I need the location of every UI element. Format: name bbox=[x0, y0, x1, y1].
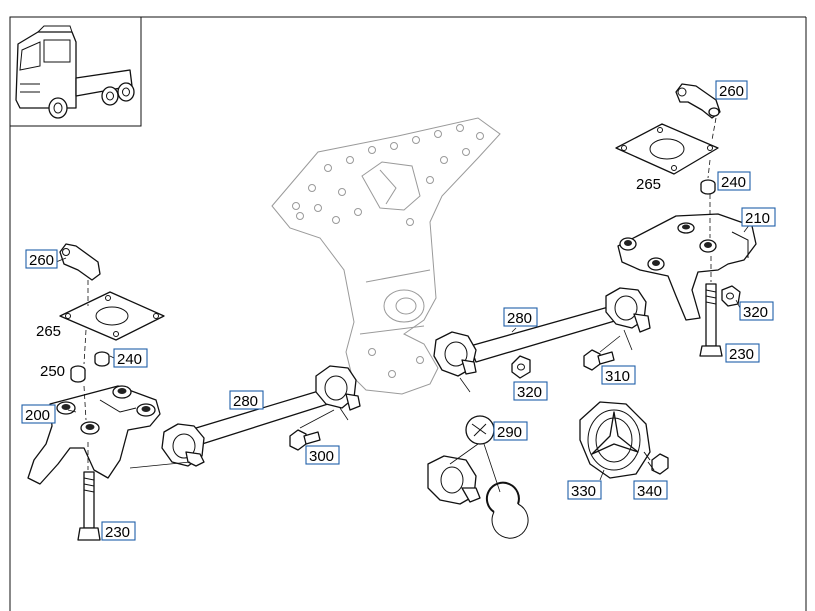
callout-290[interactable]: 290 bbox=[493, 421, 528, 441]
callout-265-left[interactable]: 265 bbox=[36, 323, 61, 340]
bracket-part-200-left bbox=[27, 385, 161, 485]
svg-text:300: 300 bbox=[309, 448, 334, 465]
bolt-part-340 bbox=[643, 451, 669, 475]
svg-text:250: 250 bbox=[40, 363, 65, 380]
svg-text:310: 310 bbox=[605, 368, 630, 385]
bracket-part-210-right bbox=[617, 213, 757, 321]
callout-240-left[interactable]: 240 bbox=[113, 348, 148, 368]
svg-text:280: 280 bbox=[233, 393, 258, 410]
svg-text:265: 265 bbox=[636, 176, 661, 193]
callout-320-mid[interactable]: 320 bbox=[513, 381, 548, 401]
svg-text:260: 260 bbox=[719, 83, 744, 100]
assembly-line-left bbox=[83, 280, 89, 470]
callout-330[interactable]: 330 bbox=[567, 480, 602, 500]
svg-text:230: 230 bbox=[729, 346, 754, 363]
engine-bracket-ghost bbox=[271, 117, 501, 395]
callout-300[interactable]: 300 bbox=[305, 445, 340, 465]
callout-260-left[interactable]: 260 bbox=[25, 249, 58, 269]
callout-230-right[interactable]: 230 bbox=[725, 343, 760, 363]
callout-320-right[interactable]: 320 bbox=[739, 301, 774, 321]
bolt-part-230-left bbox=[77, 471, 101, 541]
svg-text:260: 260 bbox=[29, 252, 54, 269]
plate-part-265-right bbox=[615, 123, 719, 175]
callout-280-left[interactable]: 280 bbox=[229, 390, 264, 410]
lever-part-260-left bbox=[59, 243, 101, 281]
svg-text:320: 320 bbox=[743, 304, 768, 321]
plate-part-265-left bbox=[59, 291, 165, 341]
svg-text:280: 280 bbox=[507, 310, 532, 327]
assembly-line-right bbox=[707, 117, 717, 282]
svg-text:240: 240 bbox=[721, 174, 746, 191]
lever-part-260-right bbox=[675, 83, 721, 119]
nut-part-320-mid bbox=[511, 355, 531, 379]
truck-tractor-icon bbox=[9, 16, 142, 127]
callout-250[interactable]: 250 bbox=[40, 363, 65, 380]
svg-text:265: 265 bbox=[36, 323, 61, 340]
svg-text:240: 240 bbox=[117, 351, 142, 368]
svg-text:210: 210 bbox=[745, 210, 770, 227]
bolt-part-300 bbox=[289, 429, 321, 451]
cover-part-330 bbox=[579, 401, 651, 479]
bolt-part-310 bbox=[583, 349, 615, 371]
callout-230-left[interactable]: 230 bbox=[101, 521, 136, 541]
callout-210[interactable]: 210 bbox=[741, 207, 776, 227]
bushing-part-240-left bbox=[94, 351, 110, 367]
torque-rod-part-280-right bbox=[433, 287, 651, 377]
callout-240-right[interactable]: 240 bbox=[717, 171, 751, 191]
callout-310[interactable]: 310 bbox=[601, 365, 636, 385]
svg-text:230: 230 bbox=[105, 524, 130, 541]
rod-joint-part-290 bbox=[427, 415, 529, 539]
torque-rod-part-280-left bbox=[161, 365, 361, 467]
callout-280-right[interactable]: 280 bbox=[503, 307, 538, 327]
bolt-part-230-right bbox=[699, 283, 723, 357]
assembly-lines-lower bbox=[129, 329, 633, 469]
bushing-part-240-right bbox=[700, 179, 716, 195]
bushing-part-250-left bbox=[70, 365, 86, 383]
svg-text:290: 290 bbox=[497, 424, 522, 441]
svg-text:340: 340 bbox=[637, 483, 662, 500]
callout-340[interactable]: 340 bbox=[633, 480, 668, 500]
svg-text:330: 330 bbox=[571, 483, 596, 500]
svg-text:200: 200 bbox=[25, 407, 50, 424]
callout-200[interactable]: 200 bbox=[21, 404, 56, 424]
callout-260-right[interactable]: 260 bbox=[715, 80, 748, 100]
callout-265-right[interactable]: 265 bbox=[636, 176, 661, 193]
svg-text:320: 320 bbox=[517, 384, 542, 401]
